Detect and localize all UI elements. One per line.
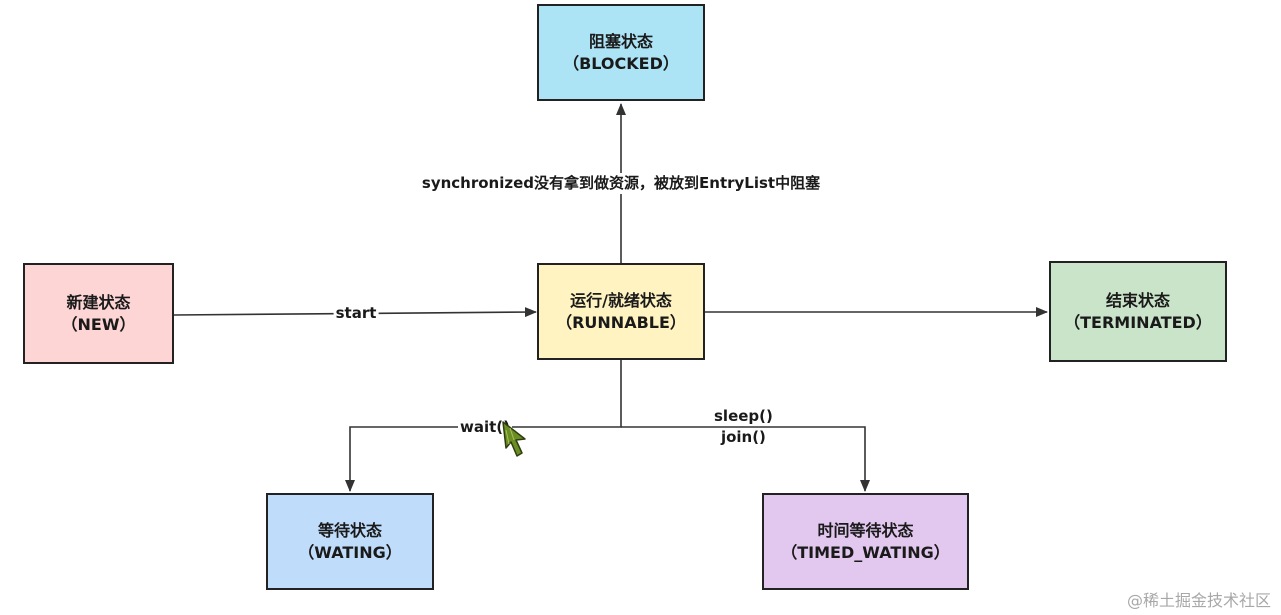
node-timed-waiting: 时间等待状态 （TIMED_WATING） <box>762 493 969 590</box>
watermark-text: @稀土掘金技术社区 <box>1126 591 1271 610</box>
node-new-title: 新建状态 <box>66 292 131 312</box>
node-waiting: 等待状态 （WATING） <box>266 493 434 590</box>
node-runnable-subtitle: （RUNNABLE） <box>556 312 686 332</box>
node-runnable: 运行/就绪状态 （RUNNABLE） <box>537 263 705 360</box>
node-new-subtitle: （NEW） <box>61 314 136 334</box>
edge-label-start: start <box>333 303 379 324</box>
node-terminated: 结束状态 （TERMINATED） <box>1049 261 1227 362</box>
edge-label-sleep: sleep() <box>714 407 773 425</box>
node-waiting-title: 等待状态 <box>317 520 382 540</box>
node-timed-waiting-title: 时间等待状态 <box>817 520 914 540</box>
node-new: 新建状态 （NEW） <box>23 263 174 364</box>
edge-label-sleep-join: sleep() join() <box>712 406 775 448</box>
mouse-pointer-icon <box>502 421 526 457</box>
node-blocked-subtitle: （BLOCKED） <box>563 53 679 73</box>
edge-runnable-to-timed-waiting <box>621 426 870 492</box>
edge-label-blocked: synchronized没有拿到做资源，被放到EntryList中阻塞 <box>419 173 823 194</box>
node-runnable-title: 运行/就绪状态 <box>570 290 672 310</box>
node-timed-waiting-subtitle: （TIMED_WATING） <box>781 542 950 562</box>
node-blocked: 阻塞状态 （BLOCKED） <box>537 4 705 101</box>
node-terminated-title: 结束状态 <box>1105 290 1170 310</box>
edge-label-wait: wait() <box>457 417 513 438</box>
node-blocked-title: 阻塞状态 <box>588 31 653 51</box>
node-waiting-subtitle: （WATING） <box>298 542 402 562</box>
node-terminated-subtitle: （TERMINATED） <box>1064 312 1212 332</box>
edge-label-join: join() <box>720 428 766 446</box>
